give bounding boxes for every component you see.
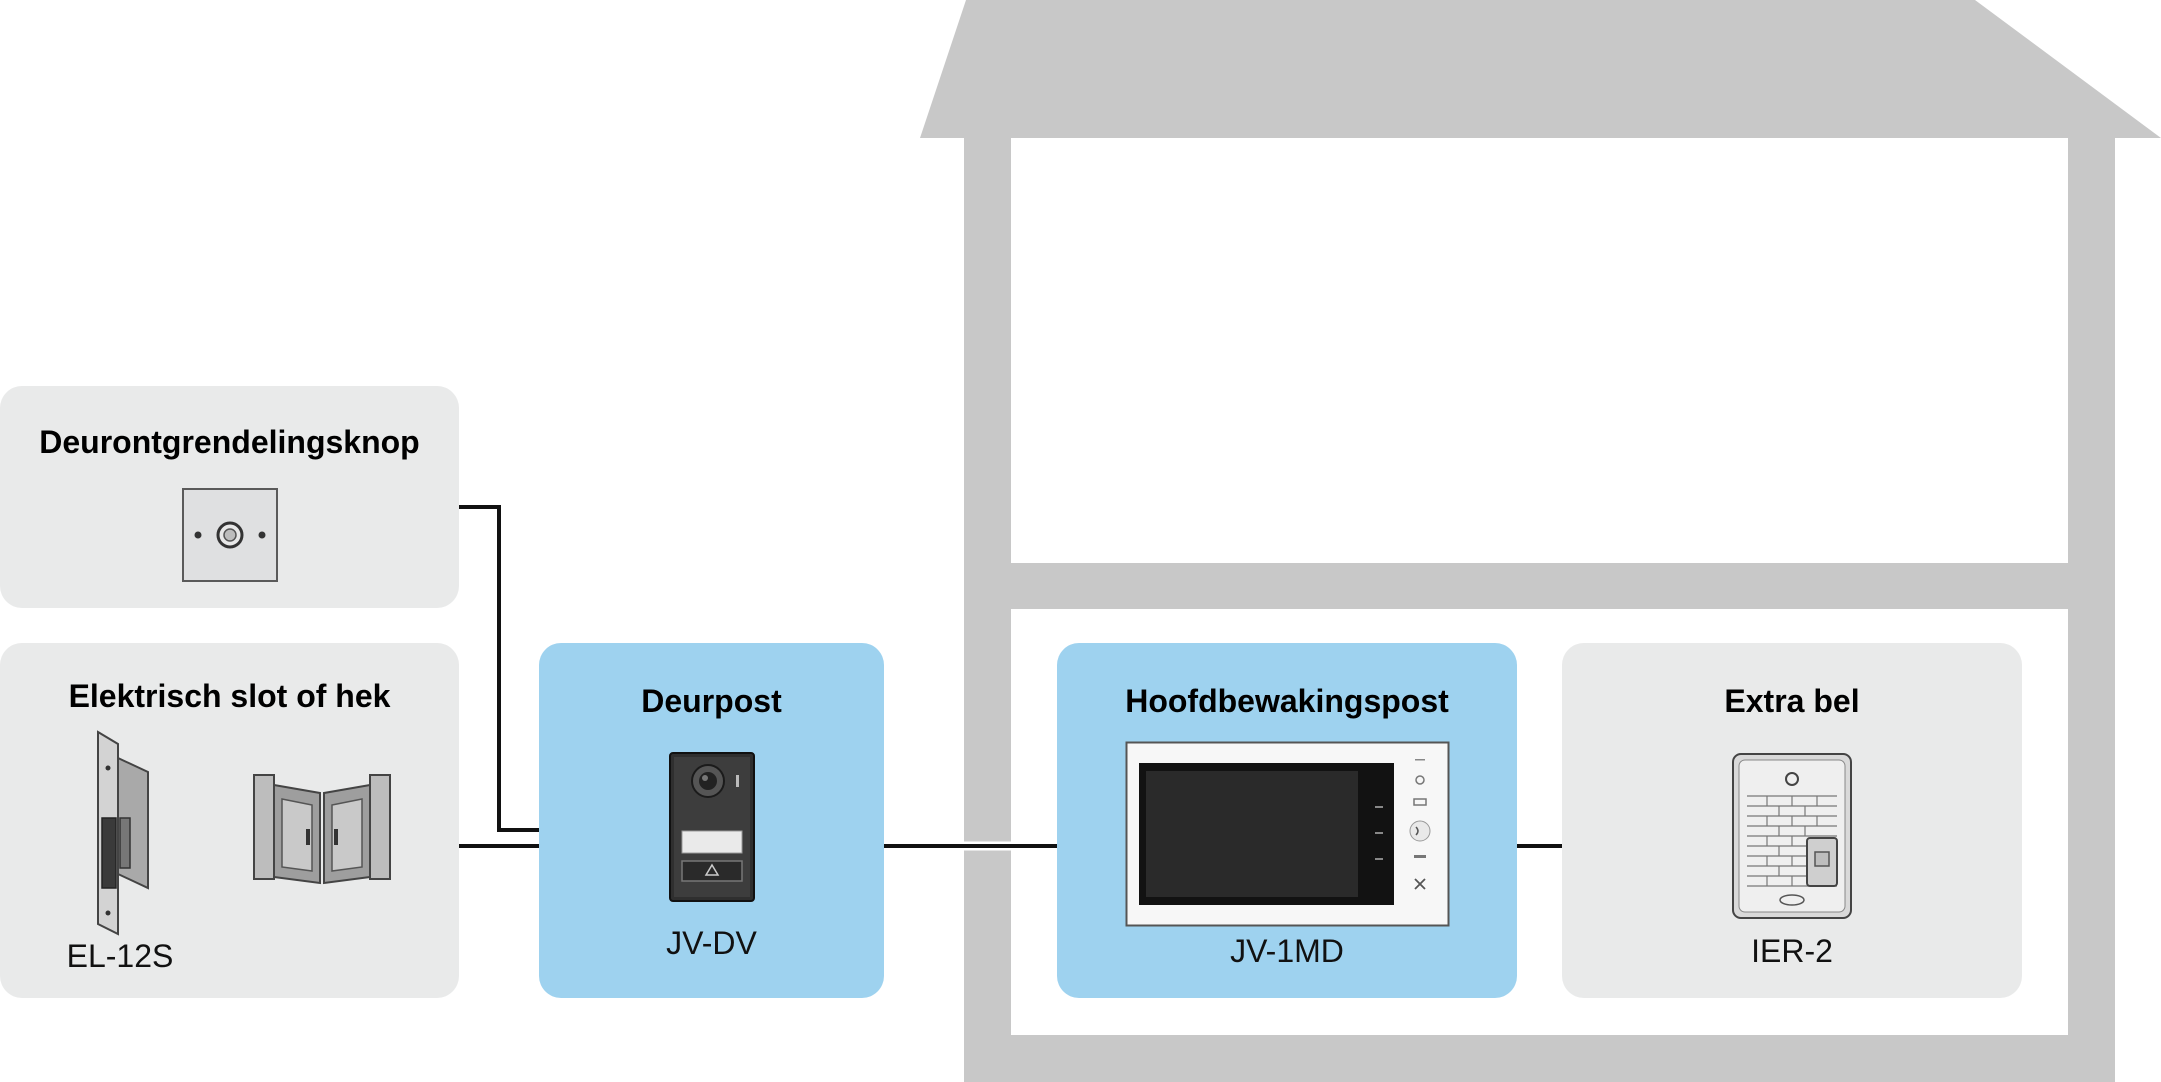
video-monitor-icon	[1125, 741, 1450, 927]
release-button-title: Deurontgrendelingsknop	[39, 424, 420, 460]
door-station-model: JV-DV	[666, 925, 757, 961]
electric-lock-model: EL-12S	[66, 938, 174, 974]
chime-speaker-icon	[1732, 753, 1852, 919]
extra-chime-model: IER-2	[1751, 933, 1833, 969]
master-station-model: JV-1MD	[1230, 933, 1344, 969]
house-ground	[964, 1035, 2115, 1082]
gate-icon	[253, 774, 391, 885]
extra-chime-title: Extra bel	[1724, 683, 1860, 719]
door-station-title: Deurpost	[641, 683, 782, 719]
master-station-panel: Hoofdbewakingspost JV-1MD	[1057, 643, 1517, 998]
house-left-wall	[964, 138, 1011, 1082]
release-button-panel: Deurontgrendelingsknop	[0, 386, 459, 608]
house-floor-divider	[964, 563, 2115, 609]
electric-strike-icon	[97, 730, 149, 936]
door-station-icon	[669, 752, 755, 902]
master-station-title: Hoofdbewakingspost	[1125, 683, 1449, 719]
door-station-panel: Deurpost JV-DV	[539, 643, 884, 998]
house-roof	[920, 0, 2161, 138]
house-right-wall	[2068, 138, 2115, 1082]
extra-chime-panel: Extra bel	[1562, 643, 2022, 998]
electric-lock-panel: Elektrisch slot of hek EL-12S	[0, 643, 459, 998]
electric-lock-title: Elektrisch slot of hek	[68, 678, 391, 714]
push-button-icon	[182, 488, 278, 582]
